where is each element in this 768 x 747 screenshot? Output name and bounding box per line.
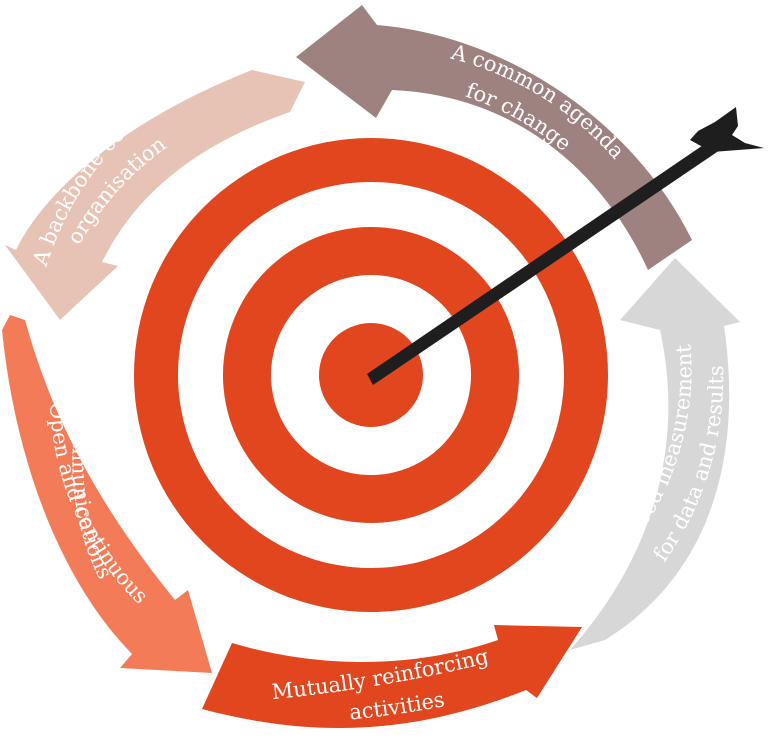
arrow-backbone (5, 70, 305, 320)
dart-shaft (367, 139, 720, 385)
dart-arrow-icon (367, 107, 764, 385)
dart-fletching (690, 107, 764, 152)
cycle-arrows (2, 5, 740, 728)
arrow-common-agenda (296, 5, 692, 270)
arrow-mutually-reinforcing (202, 625, 582, 728)
arrow-shared-measurement (570, 258, 740, 650)
arrow-open-communications (2, 315, 212, 673)
